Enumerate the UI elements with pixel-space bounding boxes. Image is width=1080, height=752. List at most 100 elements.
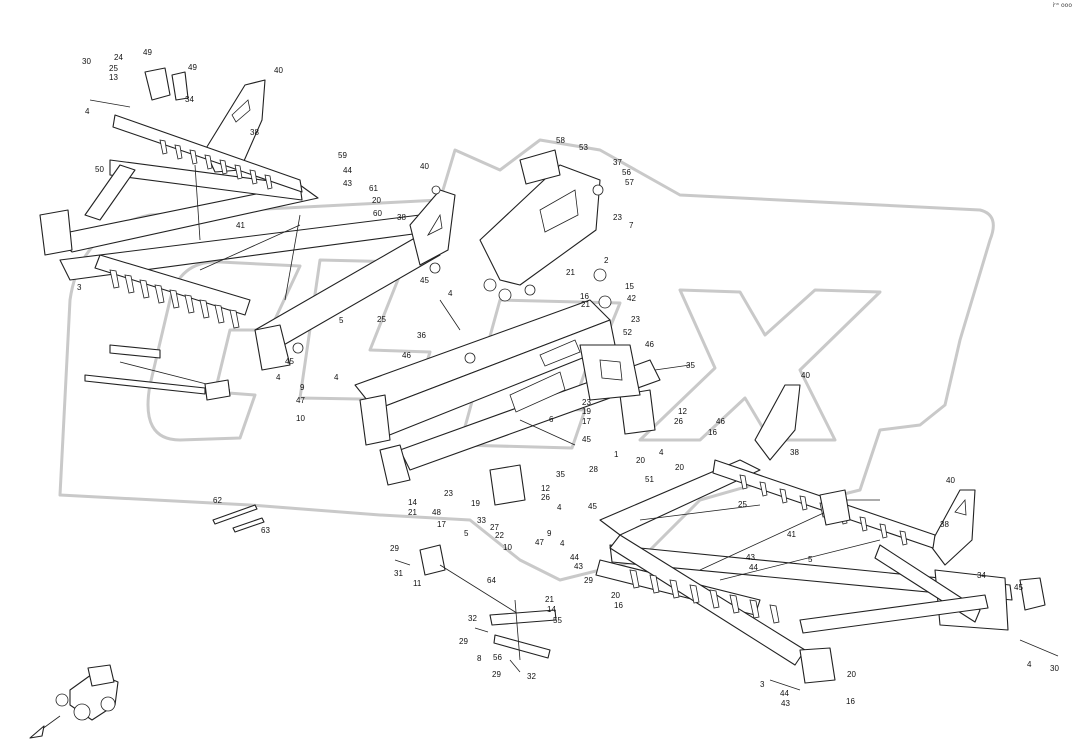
callout-label: 19: [471, 499, 480, 508]
callout-label: 38: [790, 448, 799, 457]
center-hitch-assembly: [354, 149, 691, 506]
callout-label: 25: [109, 64, 118, 73]
callout-label: 38: [250, 128, 259, 137]
callout-label: 49: [188, 63, 197, 72]
callout-label: 17: [582, 417, 591, 426]
callout-label: 42: [627, 294, 636, 303]
callout-label: 7: [629, 221, 634, 230]
callout-label: 32: [468, 614, 477, 623]
callout-label: 28: [589, 465, 598, 474]
callout-label: 3: [77, 283, 82, 292]
callout-label: 29: [584, 576, 593, 585]
callout-label: 44: [343, 166, 352, 175]
callout-label: 43: [574, 562, 583, 571]
callout-label: 23: [631, 315, 640, 324]
callout-label: 64: [487, 576, 496, 585]
callout-label: 49: [143, 48, 152, 57]
tractor-direction-icon: [29, 664, 119, 739]
callout-label: 60: [373, 209, 382, 218]
callout-label: 38: [940, 520, 949, 529]
callout-label: 20: [372, 196, 381, 205]
callout-label: 45: [1014, 583, 1023, 592]
callout-label: 59: [338, 151, 347, 160]
callout-label: 35: [686, 361, 695, 370]
callout-label: 29: [390, 544, 399, 553]
callout-label: 44: [749, 563, 758, 572]
callout-label: 27: [490, 523, 499, 532]
callout-label: 26: [541, 493, 550, 502]
callout-label: 45: [420, 276, 429, 285]
callout-label: 40: [946, 476, 955, 485]
callout-label: 34: [185, 95, 194, 104]
callout-label: 5: [339, 316, 344, 325]
callout-label: 32: [527, 672, 536, 681]
callout-label: 57: [625, 178, 634, 187]
callout-label: 43: [343, 179, 352, 188]
callout-label: 53: [579, 143, 588, 152]
callout-label: 12: [541, 484, 550, 493]
callout-label: 44: [780, 689, 789, 698]
callout-label: 46: [402, 351, 411, 360]
callout-label: 21: [566, 268, 575, 277]
callout-label: 4: [85, 107, 90, 116]
callout-label: 5: [464, 529, 469, 538]
callout-label: 31: [394, 569, 403, 578]
callout-label: 21: [545, 595, 554, 604]
callout-label: 58: [556, 136, 565, 145]
callout-label: 33: [477, 516, 486, 525]
callout-label: 55: [553, 616, 562, 625]
callout-label: 22: [495, 531, 504, 540]
callout-label: 48: [432, 508, 441, 517]
callout-label: 45: [588, 502, 597, 511]
callout-label: 20: [611, 591, 620, 600]
callout-label: 8: [477, 654, 482, 663]
callout-label: 20: [636, 456, 645, 465]
callout-label: 4: [659, 448, 664, 457]
callout-label: 21: [581, 300, 590, 309]
callout-label: 23: [613, 213, 622, 222]
pins: [212, 504, 265, 533]
top-link-assembly: [394, 544, 557, 673]
left-frame-assembly: [39, 67, 456, 401]
callout-label: 5: [808, 555, 813, 564]
callout-label: 9: [300, 383, 305, 392]
callout-label: 40: [801, 371, 810, 380]
callout-label: 13: [109, 73, 118, 82]
callout-label: 34: [977, 571, 986, 580]
callout-label: 46: [645, 340, 654, 349]
callout-label: 4: [276, 373, 281, 382]
callout-label: 63: [261, 526, 270, 535]
callout-label: 3: [760, 680, 765, 689]
callout-label: 61: [369, 184, 378, 193]
callout-label: 16: [708, 428, 717, 437]
right-frame-assembly: [595, 384, 1059, 691]
corner-mark: iⁿⁿ ooo: [1052, 2, 1072, 9]
callout-label: 12: [678, 407, 687, 416]
callout-label: 44: [570, 553, 579, 562]
callout-label: 38: [397, 213, 406, 222]
callout-label: 23: [444, 489, 453, 498]
callout-label: 46: [716, 417, 725, 426]
callout-label: 16: [846, 697, 855, 706]
callout-label: 14: [408, 498, 417, 507]
callout-label: 47: [296, 396, 305, 405]
right-lower-teeth: [629, 569, 780, 624]
callout-label: 17: [437, 520, 446, 529]
callout-label: 30: [1050, 664, 1059, 673]
callout-label: 26: [674, 417, 683, 426]
callout-label: 16: [614, 601, 623, 610]
callout-label: 4: [448, 289, 453, 298]
callout-label: 51: [645, 475, 654, 484]
callout-label: 1: [614, 450, 619, 459]
callout-label: 50: [95, 165, 104, 174]
callout-label: 62: [213, 496, 222, 505]
callout-label: 56: [622, 168, 631, 177]
left-tine-teeth: [109, 269, 240, 329]
callout-label: 41: [787, 530, 796, 539]
callout-label: 30: [82, 57, 91, 66]
callout-label: 23: [582, 398, 591, 407]
callout-label: 16: [580, 292, 589, 301]
callout-label: 37: [613, 158, 622, 167]
callout-label: 2: [604, 256, 609, 265]
